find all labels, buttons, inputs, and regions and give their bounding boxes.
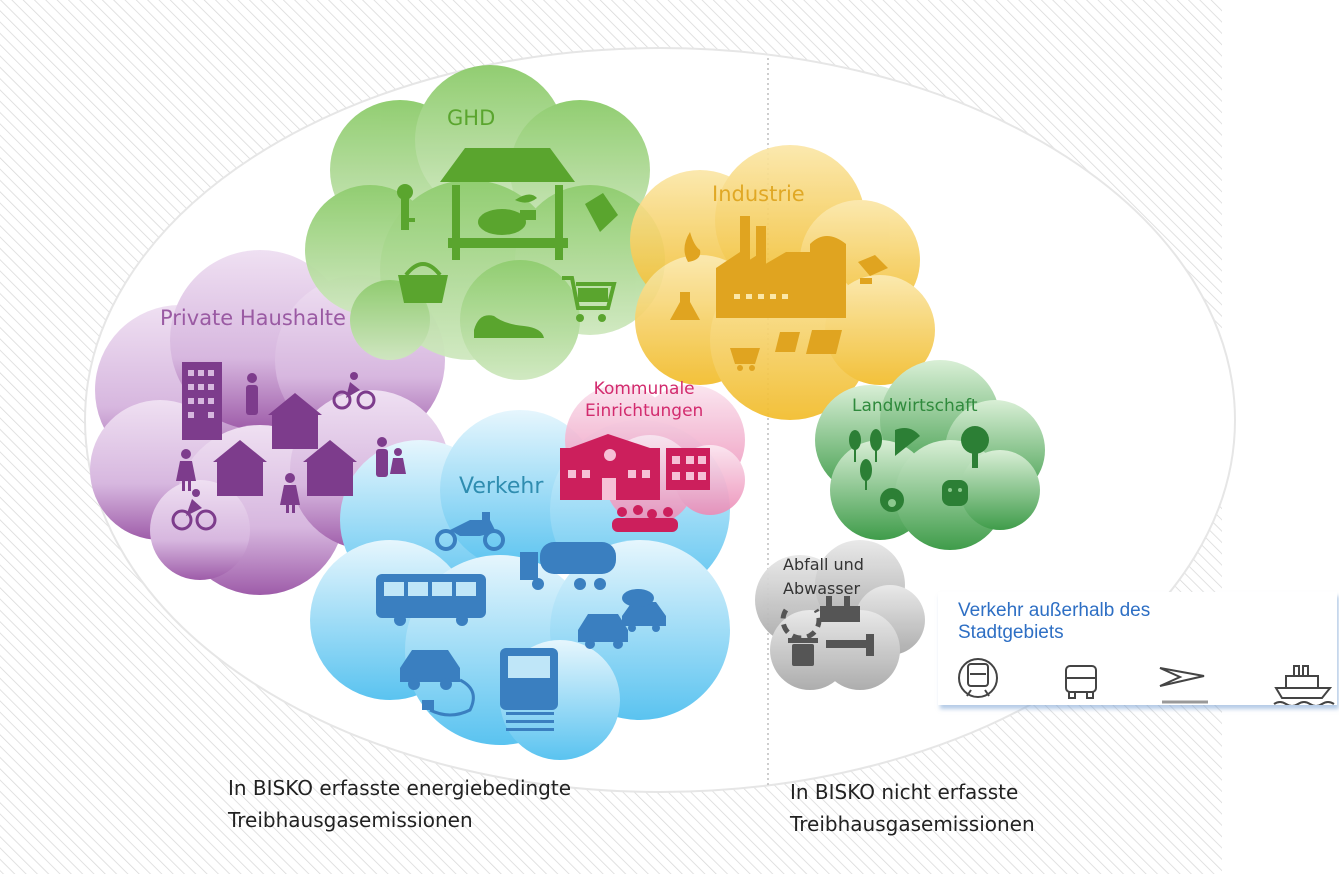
tree-icon	[961, 426, 989, 468]
caption-excluded-line1: In BISKO nicht erfasste	[790, 780, 1019, 804]
factory-icon	[716, 216, 846, 318]
label-landwirtschaft: Landwirtschaft	[852, 396, 978, 416]
recycling-icon	[780, 608, 822, 641]
crop-field-icon	[895, 428, 920, 456]
bicycle-icon	[171, 489, 217, 531]
caption-excluded-emissions: In BISKO nicht erfasste Treibhausgasemis…	[790, 776, 1035, 840]
label-abfall-abwasser: Abfall und Abwasser	[783, 553, 864, 601]
label-ghd: GHD	[447, 106, 496, 130]
bicycle-icon	[332, 372, 376, 410]
treatment-plant-icon	[820, 596, 860, 622]
package-icon	[585, 193, 618, 232]
market-stall-icon	[440, 148, 575, 260]
trash-bin-icon	[788, 638, 818, 666]
industrie-icons	[670, 216, 888, 371]
cow-icon	[942, 480, 968, 506]
basket-icon	[398, 262, 448, 303]
external-transport-box: Verkehr außerhalb des Stadtgebiets	[938, 592, 1337, 705]
motorcycle-icon	[435, 512, 505, 551]
label-abfall-line2: Abwasser	[783, 579, 861, 598]
ghd-icons	[397, 148, 618, 338]
caption-excluded-line2: Treibhausgasemissionen	[790, 812, 1035, 836]
key-icon	[397, 184, 415, 230]
electric-car-icon	[400, 650, 475, 717]
building-icon	[666, 448, 710, 490]
label-industrie: Industrie	[712, 182, 805, 206]
town-hall-icon	[560, 434, 660, 500]
steel-beam-icon	[775, 330, 842, 354]
person-icon	[280, 473, 300, 513]
cube-icon	[858, 255, 888, 284]
external-transport-title: Verkehr außerhalb des Stadtgebiets	[958, 600, 1258, 644]
verkehr-icons	[376, 512, 666, 731]
external-transport-icons	[958, 658, 1335, 705]
landwirtschaft-icons	[849, 426, 989, 512]
caption-included-emissions: In BISKO erfasste energiebedingte Treibh…	[228, 772, 571, 836]
house-icon	[303, 440, 357, 496]
person-icon	[246, 373, 258, 415]
train-icon	[500, 648, 558, 731]
label-kommunale-line1: Kommunale	[593, 379, 695, 399]
label-abfall-line1: Abfall und	[783, 555, 864, 574]
caption-included-line1: In BISKO erfasste energiebedingte	[228, 776, 572, 800]
car-icon	[1065, 665, 1097, 699]
bus-icon	[376, 574, 486, 626]
private-icons	[171, 362, 406, 531]
label-verkehr: Verkehr	[459, 474, 544, 499]
external-title-line2: Stadtgebiets	[958, 622, 1064, 643]
label-private-haushalte: Private Haushalte	[160, 306, 346, 330]
person-icon	[176, 449, 196, 491]
flask-icon	[670, 292, 700, 320]
flame-icon	[684, 232, 701, 262]
caption-included-line2: Treibhausgasemissionen	[228, 808, 473, 832]
pipe-icon	[826, 634, 874, 656]
external-title-line1: Verkehr außerhalb des	[958, 600, 1151, 621]
apartment-building-icon	[182, 362, 222, 440]
house-icon	[268, 393, 322, 449]
label-kommunale-line2: Einrichtungen	[585, 401, 704, 421]
corn-icon	[860, 459, 872, 490]
tanker-truck-icon	[520, 542, 616, 590]
family-icon	[376, 437, 406, 477]
wheat-icon	[849, 430, 861, 462]
car-icon	[622, 602, 666, 632]
house-icon	[213, 440, 267, 496]
shopping-cart-icon	[562, 276, 617, 322]
label-kommunale-einrichtungen: Kommunale Einrichtungen	[585, 378, 703, 422]
kommunale-icons	[560, 434, 710, 532]
corn-icon	[870, 429, 882, 462]
people-group-icon	[612, 505, 678, 532]
airplane-icon	[1159, 667, 1208, 704]
shoe-icon	[474, 315, 544, 338]
ship-icon	[1273, 665, 1335, 705]
abfall-icons	[780, 596, 874, 666]
pig-icon	[880, 488, 904, 512]
speech-bubble-icon	[622, 589, 654, 607]
train-icon	[958, 658, 998, 698]
mine-cart-icon	[730, 348, 760, 371]
car-icon	[578, 614, 628, 649]
